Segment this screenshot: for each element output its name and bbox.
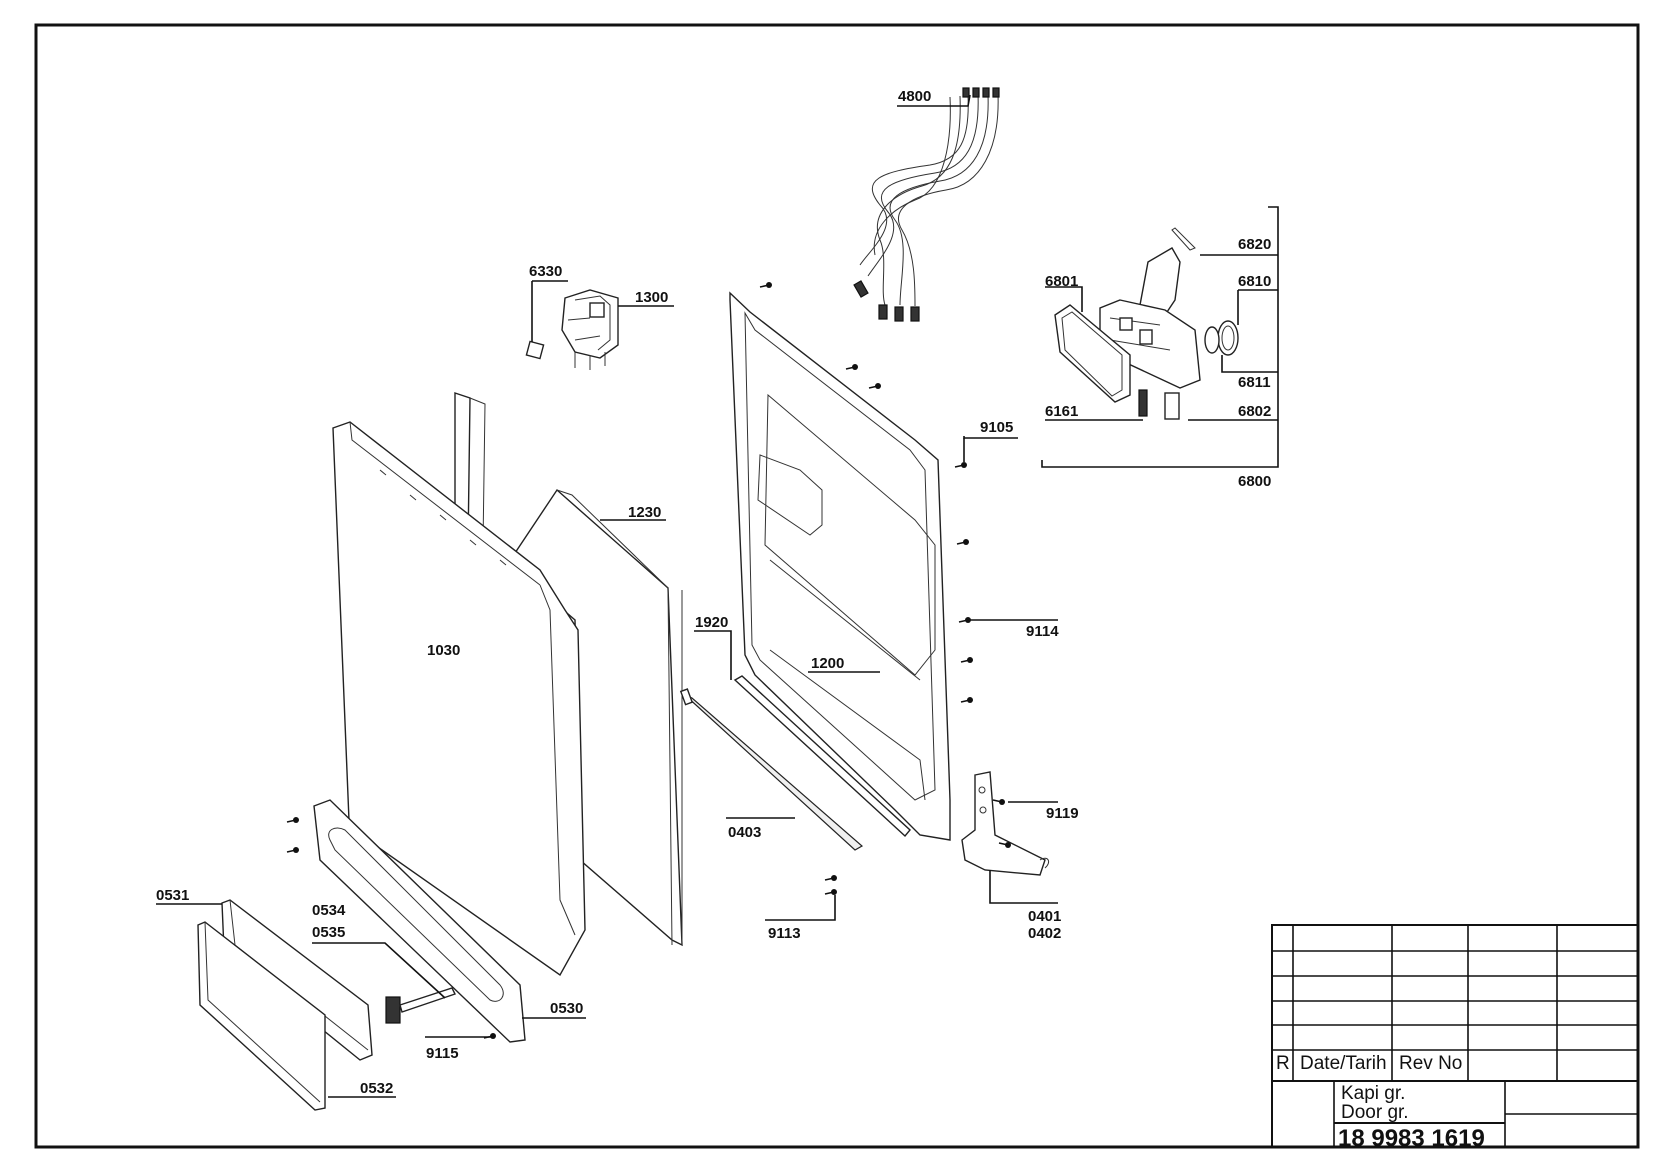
part-label-1030: 1030: [427, 642, 460, 659]
part-label-6801: 6801: [1045, 273, 1078, 290]
bottom-strip-0403: [679, 688, 864, 851]
gasket-1920: [733, 675, 911, 838]
part-label-0403: 0403: [728, 824, 761, 841]
part-label-1230: 1230: [628, 504, 661, 521]
dispenser-assembly-6800: [1054, 227, 1239, 420]
part-label-1920: 1920: [695, 614, 728, 631]
part-label-6810: 6810: [1238, 273, 1271, 290]
part-label-1200: 1200: [811, 655, 844, 672]
part-label-4800: 4800: [898, 88, 931, 105]
part-label-9105: 9105: [980, 419, 1013, 436]
part-label-1300: 1300: [635, 289, 668, 306]
part-label-0401: 0401: [1028, 908, 1061, 925]
door-hinge-0401: [961, 771, 1050, 876]
part-label-0531: 0531: [156, 887, 189, 904]
part-labels: 4800 6330 1300 6820 6801 6810 6811 6161 …: [156, 88, 1271, 1097]
part-label-6811: 6811: [1238, 374, 1271, 391]
title-block-description-en: Door gr.: [1341, 1102, 1409, 1123]
leader-lines: [156, 94, 1279, 1098]
bracket-0534: [385, 987, 456, 1024]
part-label-0530: 0530: [550, 1000, 583, 1017]
part-label-6330: 6330: [529, 263, 562, 280]
title-block-revno-header: Rev No: [1399, 1053, 1462, 1074]
part-label-6802: 6802: [1238, 403, 1271, 420]
drawing-number: 18 9983 1619: [1338, 1125, 1485, 1152]
part-label-6820: 6820: [1238, 236, 1271, 253]
part-label-0532: 0532: [360, 1080, 393, 1097]
part-label-0534: 0534: [312, 902, 346, 919]
part-label-9113: 9113: [768, 925, 801, 942]
part-label-6800: 6800: [1238, 473, 1271, 490]
title-block-date-header: Date/Tarih: [1300, 1053, 1387, 1074]
part-label-6161: 6161: [1045, 403, 1078, 420]
drawing-border: [34, 23, 1640, 1149]
inner-door-panel-1030: [332, 421, 586, 977]
kickplate-0532: [197, 921, 326, 1111]
part-label-9119: 9119: [1046, 805, 1079, 822]
wiring-harness-4800: [853, 87, 1000, 322]
part-label-9115: 9115: [426, 1045, 459, 1062]
bottom-panel-0530: [313, 799, 526, 1043]
door-latch-1300: [525, 289, 619, 370]
inner-door-frame-1200: [729, 291, 951, 841]
part-label-0535: 0535: [312, 924, 345, 941]
title-block: R Date/Tarih Rev No Kapi gr. Door gr. 18…: [1271, 924, 1639, 1152]
part-label-9114: 9114: [1026, 623, 1059, 640]
part-label-0402: 0402: [1028, 925, 1061, 942]
title-block-description-tr: Kapi gr.: [1341, 1083, 1405, 1104]
title-block-rev-header: R: [1276, 1053, 1290, 1074]
